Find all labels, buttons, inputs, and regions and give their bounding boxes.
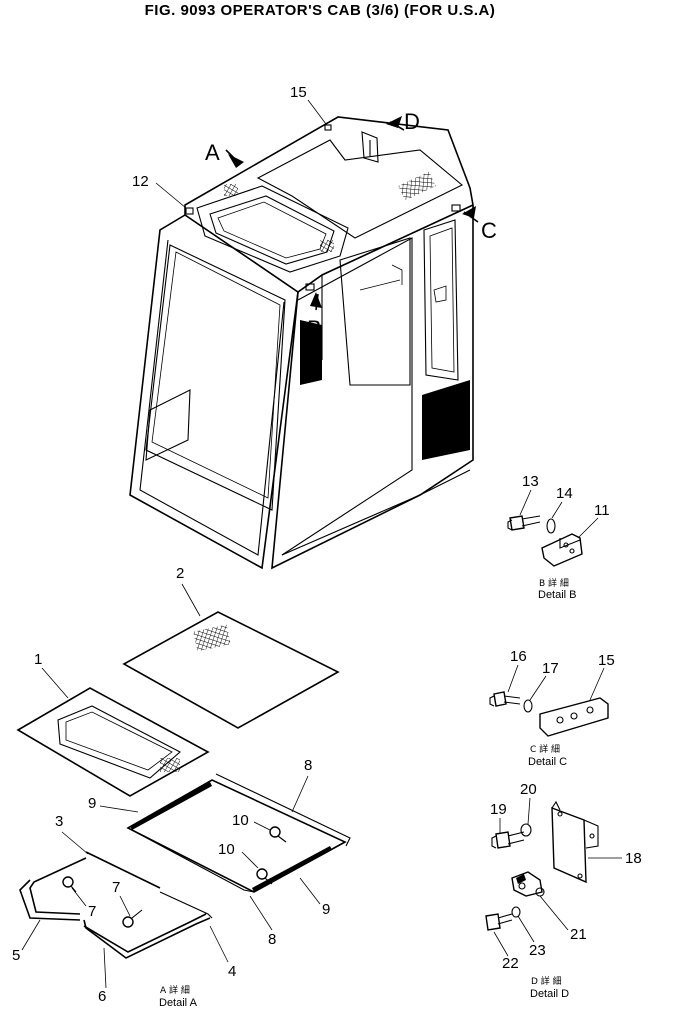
detail-c-caption: Detail C [528,756,567,768]
rail-assembly [126,773,351,893]
detail-a [19,851,213,959]
detail-b-caption: Detail B [538,589,577,601]
detail-d-caption-jp: D 詳 細 [531,975,562,987]
detail-c [489,691,609,737]
callout-21: 21 [570,926,587,943]
callout-2: 2 [176,565,184,582]
view-letter-a: A [205,140,220,165]
callout-20: 20 [520,781,537,798]
callout-16: 16 [510,648,527,665]
callout-12: 12 [132,173,149,190]
callout-8-top: 8 [304,757,312,774]
callout-9-right: 9 [322,901,330,918]
callout-9-left: 9 [88,795,96,812]
part-1-roof-window [16,687,210,797]
callout-11: 11 [594,502,610,519]
callout-7-lower: 7 [88,903,96,920]
callout-15-detail: 15 [598,652,615,669]
callout-4: 4 [228,963,236,980]
detail-d [485,800,599,931]
callout-17: 17 [542,660,559,677]
view-letter-c: C [481,218,497,243]
view-letter-d: D [404,109,420,134]
operator-cab-assembly [129,116,474,570]
callout-13: 13 [522,473,539,490]
callout-6: 6 [98,988,106,1005]
detail-b [507,515,583,567]
callout-10-upper: 10 [232,812,249,829]
callout-23: 23 [529,942,546,959]
callout-7-upper: 7 [112,879,120,896]
callout-19: 19 [490,801,507,818]
part-2-roof-panel [122,611,340,729]
detail-d-caption: Detail D [530,988,569,1000]
detail-a-caption: Detail A [159,997,198,1009]
callout-18: 18 [625,850,642,867]
callout-22: 22 [502,955,519,972]
callout-14: 14 [556,485,573,502]
page-title: FIG. 9093 OPERATOR'S CAB (3/6) (FOR U.S.… [144,2,496,19]
callout-5: 5 [12,947,20,964]
detail-a-caption-jp: A 詳 細 [160,984,190,996]
callout-1: 1 [34,651,42,668]
detail-b-caption-jp: B 詳 細 [539,577,569,589]
callout-15-cab: 15 [290,84,307,101]
callout-10-lower: 10 [218,841,235,858]
callout-8-bottom: 8 [268,931,276,948]
view-letter-b: B [307,316,322,341]
detail-c-caption-jp: C 詳 細 [530,743,560,755]
view-arrows [225,116,479,311]
callout-3: 3 [55,813,63,830]
